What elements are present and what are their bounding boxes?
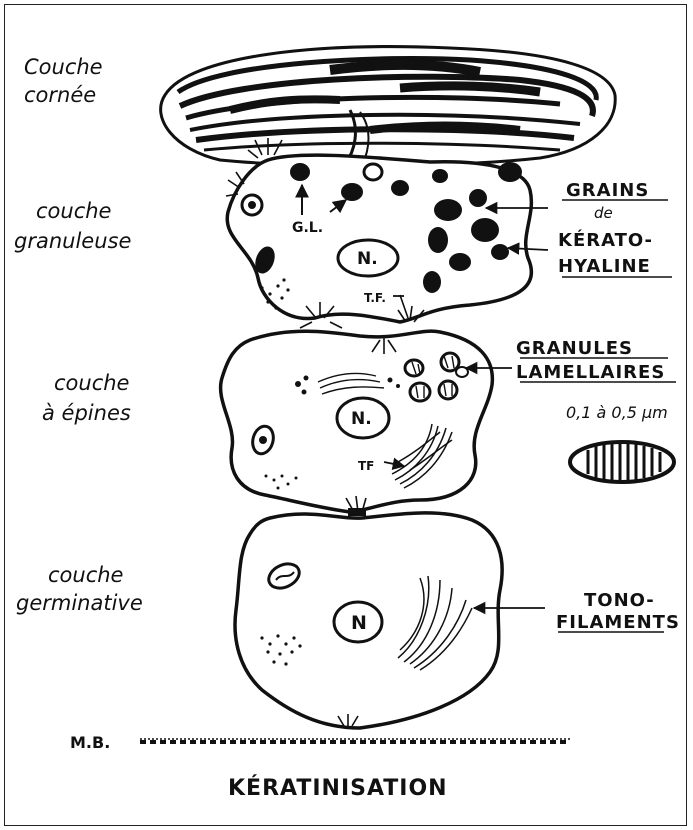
label-nucleus-2: N. <box>351 409 372 429</box>
label-epines-1: couche <box>54 371 129 395</box>
label-hyaline: HYALINE <box>558 256 651 277</box>
label-tf-1: T.F. <box>364 291 386 305</box>
label-grains-de: de <box>594 204 613 222</box>
diagram-title: KÉRATINISATION <box>228 775 448 801</box>
spinous-cell <box>221 331 493 532</box>
label-tono: TONO- <box>584 590 655 611</box>
label-germinative-1: couche <box>48 563 123 587</box>
label-cornee-2: cornée <box>24 83 96 107</box>
lamellar-granule-enlarged <box>570 442 674 482</box>
stratum-corneum <box>161 47 616 166</box>
label-nucleus-3: N <box>351 612 367 634</box>
basal-cell <box>235 513 502 728</box>
label-grains: GRAINS <box>566 180 649 201</box>
label-filaments: FILAMENTS <box>556 612 680 633</box>
label-lamellaires: LAMELLAIRES <box>516 362 665 383</box>
basement-membrane <box>140 739 570 742</box>
label-mb: M.B. <box>70 733 110 752</box>
label-granuleuse-1: couche <box>36 199 111 223</box>
label-size: 0,1 à 0,5 µm <box>566 403 668 422</box>
label-granules: GRANULES <box>516 338 633 359</box>
label-nucleus-1: N. <box>357 249 378 269</box>
label-epines-2: à épines <box>42 401 131 425</box>
label-granuleuse-2: granuleuse <box>14 229 131 253</box>
label-germinative-2: germinative <box>16 591 143 615</box>
label-tf-2: TF <box>358 459 374 473</box>
label-cornee-1: Couche <box>24 55 103 79</box>
label-gl: G.L. <box>292 220 323 236</box>
label-kerato: KÉRATO- <box>558 229 653 251</box>
